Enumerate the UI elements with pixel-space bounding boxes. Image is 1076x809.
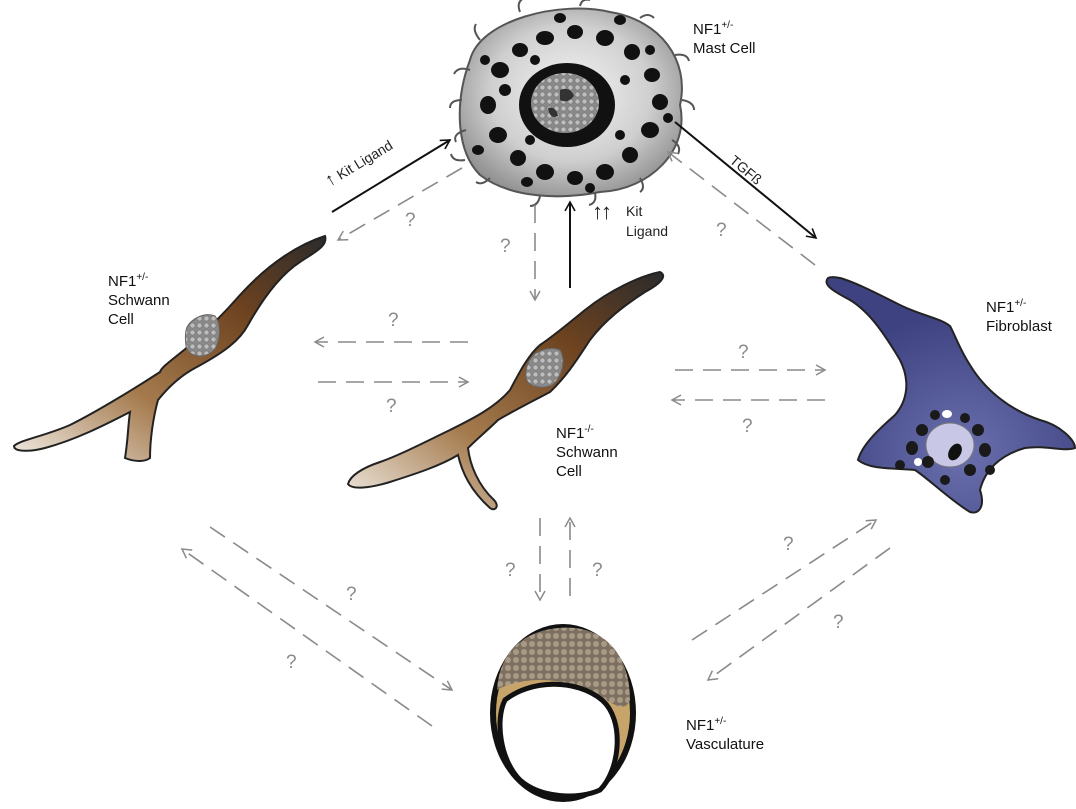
question-mark: ? <box>346 584 357 605</box>
schwann-null-label: NF1-/- Schwann Cell <box>556 424 618 481</box>
question-mark: ? <box>833 612 844 633</box>
mast-cell-label: NF1+/- Mast Cell <box>693 20 756 58</box>
question-mark: ? <box>592 560 603 581</box>
schwann-cell-heterozygous <box>14 236 325 461</box>
fibroblast-label: NF1+/- Fibroblast <box>986 298 1052 336</box>
question-mark: ? <box>716 220 727 241</box>
dashed-arrow-fibroblast-to-vessel <box>708 548 890 680</box>
question-mark: ? <box>388 310 399 331</box>
question-mark: ? <box>783 534 794 555</box>
question-mark: ? <box>286 652 297 673</box>
vessel-lumen <box>500 684 617 796</box>
dashed-arrow-het-to-vessel <box>210 527 452 690</box>
question-mark: ? <box>742 416 753 437</box>
mast-cell <box>450 0 694 206</box>
vasculature <box>493 627 633 799</box>
mast-cell-chromatin <box>531 73 599 133</box>
dashed-arrow-mast-to-schwann-het <box>338 168 462 240</box>
double-up-arrow-icon: ↑↑ <box>592 202 610 221</box>
question-mark: ? <box>505 560 516 581</box>
vasculature-label: NF1+/- Vasculature <box>686 716 764 754</box>
question-mark: ? <box>500 236 511 257</box>
question-mark: ? <box>405 210 416 231</box>
schwann-nucleus <box>185 315 219 356</box>
question-mark: ? <box>738 342 749 363</box>
dashed-arrow-vessel-to-het <box>182 549 432 726</box>
question-mark: ? <box>386 396 397 417</box>
schwann-het-label: NF1+/- Schwann Cell <box>108 272 170 329</box>
